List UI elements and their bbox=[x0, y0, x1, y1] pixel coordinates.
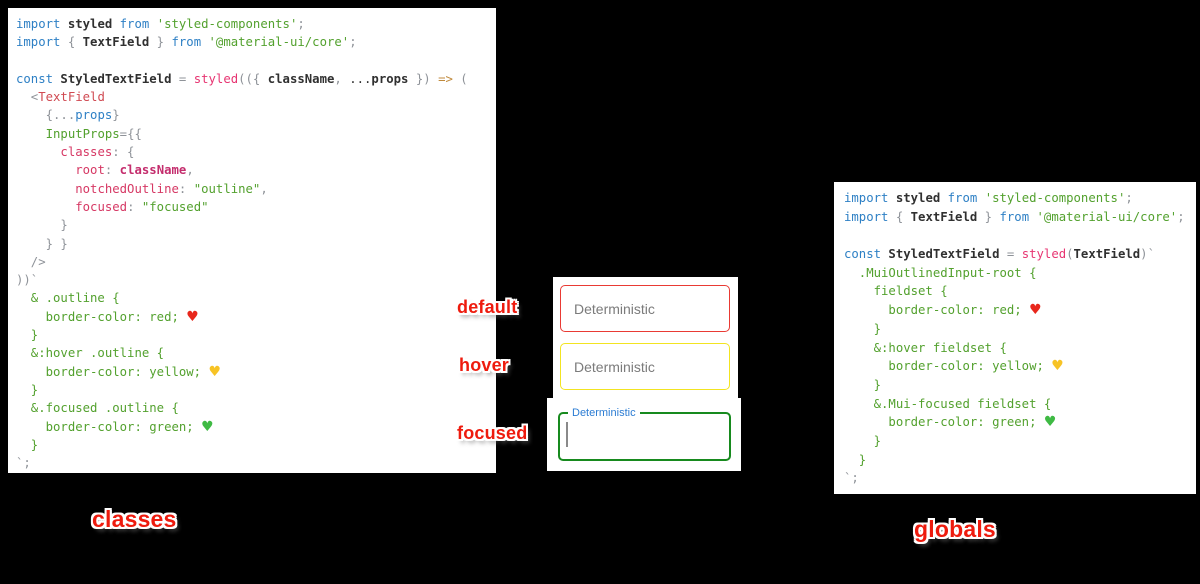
classes-code-snippet: import styled from 'styled-components'; i… bbox=[8, 8, 496, 473]
textfield-focused-state[interactable]: Deterministic bbox=[558, 406, 731, 461]
code-line: } bbox=[844, 433, 882, 448]
textfield-hover-state[interactable]: Deterministic bbox=[560, 343, 730, 390]
code-line: &.focused .outline { bbox=[16, 401, 179, 416]
code-line: border-color: red; ♥ bbox=[844, 302, 1042, 319]
focused-state-label: focused bbox=[457, 423, 528, 443]
code-line: notchedOutline: "outline", bbox=[75, 181, 268, 196]
classes-caption: classes bbox=[92, 506, 177, 532]
code-line: } bbox=[844, 452, 867, 467]
code-line: const StyledTextField = styled(TextField… bbox=[844, 247, 1155, 262]
code-line: border-color: green; ♥ bbox=[844, 414, 1057, 431]
code-line: import styled from 'styled-components'; bbox=[16, 17, 305, 31]
code-line: border-color: yellow; ♥ bbox=[16, 363, 222, 380]
code-line: focused: "focused" bbox=[75, 199, 209, 214]
code-line: import styled from 'styled-components'; bbox=[844, 191, 1133, 205]
code-line: {...props} bbox=[16, 108, 120, 123]
code-line: border-color: yellow; ♥ bbox=[844, 358, 1064, 375]
code-line: } bbox=[16, 328, 39, 343]
code-line: <TextField bbox=[16, 90, 105, 105]
code-line: InputProps={{ bbox=[45, 126, 142, 141]
hover-state-label: hover bbox=[459, 355, 510, 375]
code-line: classes: { bbox=[60, 145, 135, 160]
text-cursor bbox=[566, 422, 568, 447]
code-line: const StyledTextField = styled(({ classN… bbox=[16, 71, 468, 86]
textfield-default-state[interactable]: Deterministic bbox=[560, 285, 730, 332]
globals-code-snippet: import styled from 'styled-components'; i… bbox=[834, 182, 1196, 494]
code-line: &:hover fieldset { bbox=[844, 340, 1007, 355]
code-line: border-color: green; ♥ bbox=[16, 418, 214, 435]
code-line: & .outline { bbox=[16, 291, 120, 306]
code-line: import { TextField } from '@material-ui/… bbox=[16, 35, 357, 50]
code-line: } bbox=[844, 377, 882, 392]
code-line: .MuiOutlinedInput-root { bbox=[844, 265, 1037, 280]
code-line bbox=[16, 52, 496, 70]
code-line: &:hover .outline { bbox=[16, 346, 165, 361]
code-line: &.Mui-focused fieldset { bbox=[844, 396, 1052, 411]
code-line: /> bbox=[16, 254, 46, 269]
textfield-placeholder: Deterministic bbox=[574, 358, 655, 375]
code-line: root: className, bbox=[75, 163, 194, 178]
default-state-label: default bbox=[457, 297, 518, 317]
globals-caption: globals bbox=[914, 516, 996, 542]
code-line bbox=[844, 226, 1196, 245]
code-line: } bbox=[16, 382, 39, 397]
code-line: import { TextField } from '@material-ui/… bbox=[844, 209, 1185, 224]
code-line: fieldset { bbox=[844, 284, 948, 299]
code-line: border-color: red; ♥ bbox=[16, 308, 199, 325]
code-line: ))` bbox=[16, 273, 39, 288]
code-line: } bbox=[844, 321, 882, 336]
code-line: } bbox=[16, 218, 68, 233]
code-line: `; bbox=[844, 471, 859, 486]
code-line: } } bbox=[16, 236, 68, 251]
code-line: } bbox=[16, 437, 39, 452]
code-line: `; bbox=[16, 456, 31, 471]
textfield-placeholder: Deterministic bbox=[574, 300, 655, 317]
textfield-floating-label: Deterministic bbox=[568, 406, 640, 420]
